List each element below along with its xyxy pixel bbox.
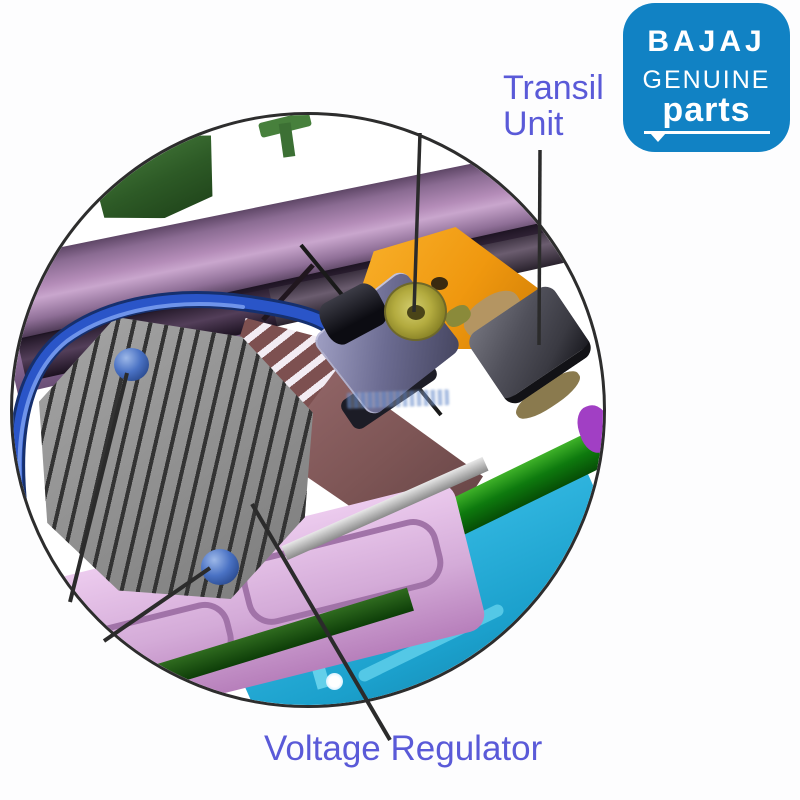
badge-underline [643, 131, 770, 142]
transil-label-line2: Unit [503, 105, 564, 144]
badge-arrow-icon [649, 133, 666, 142]
badge-genuine-text: GENUINE [642, 66, 771, 94]
blue-cable-part [13, 291, 344, 516]
badge-parts-text: parts [662, 91, 751, 129]
transil-label-line1: Transil [503, 69, 604, 107]
badge-brand-text: BAJAJ [647, 25, 766, 58]
diagram-circle [10, 112, 606, 708]
voltage-regulator-label: Voltage Regulator [264, 729, 543, 768]
transil-unit-label: Transil Unit [503, 70, 604, 142]
orange-bracket-hole [431, 277, 448, 290]
connector-center-pin [407, 305, 425, 320]
bajaj-genuine-parts-badge: BAJAJ GENUINE parts [623, 3, 790, 152]
